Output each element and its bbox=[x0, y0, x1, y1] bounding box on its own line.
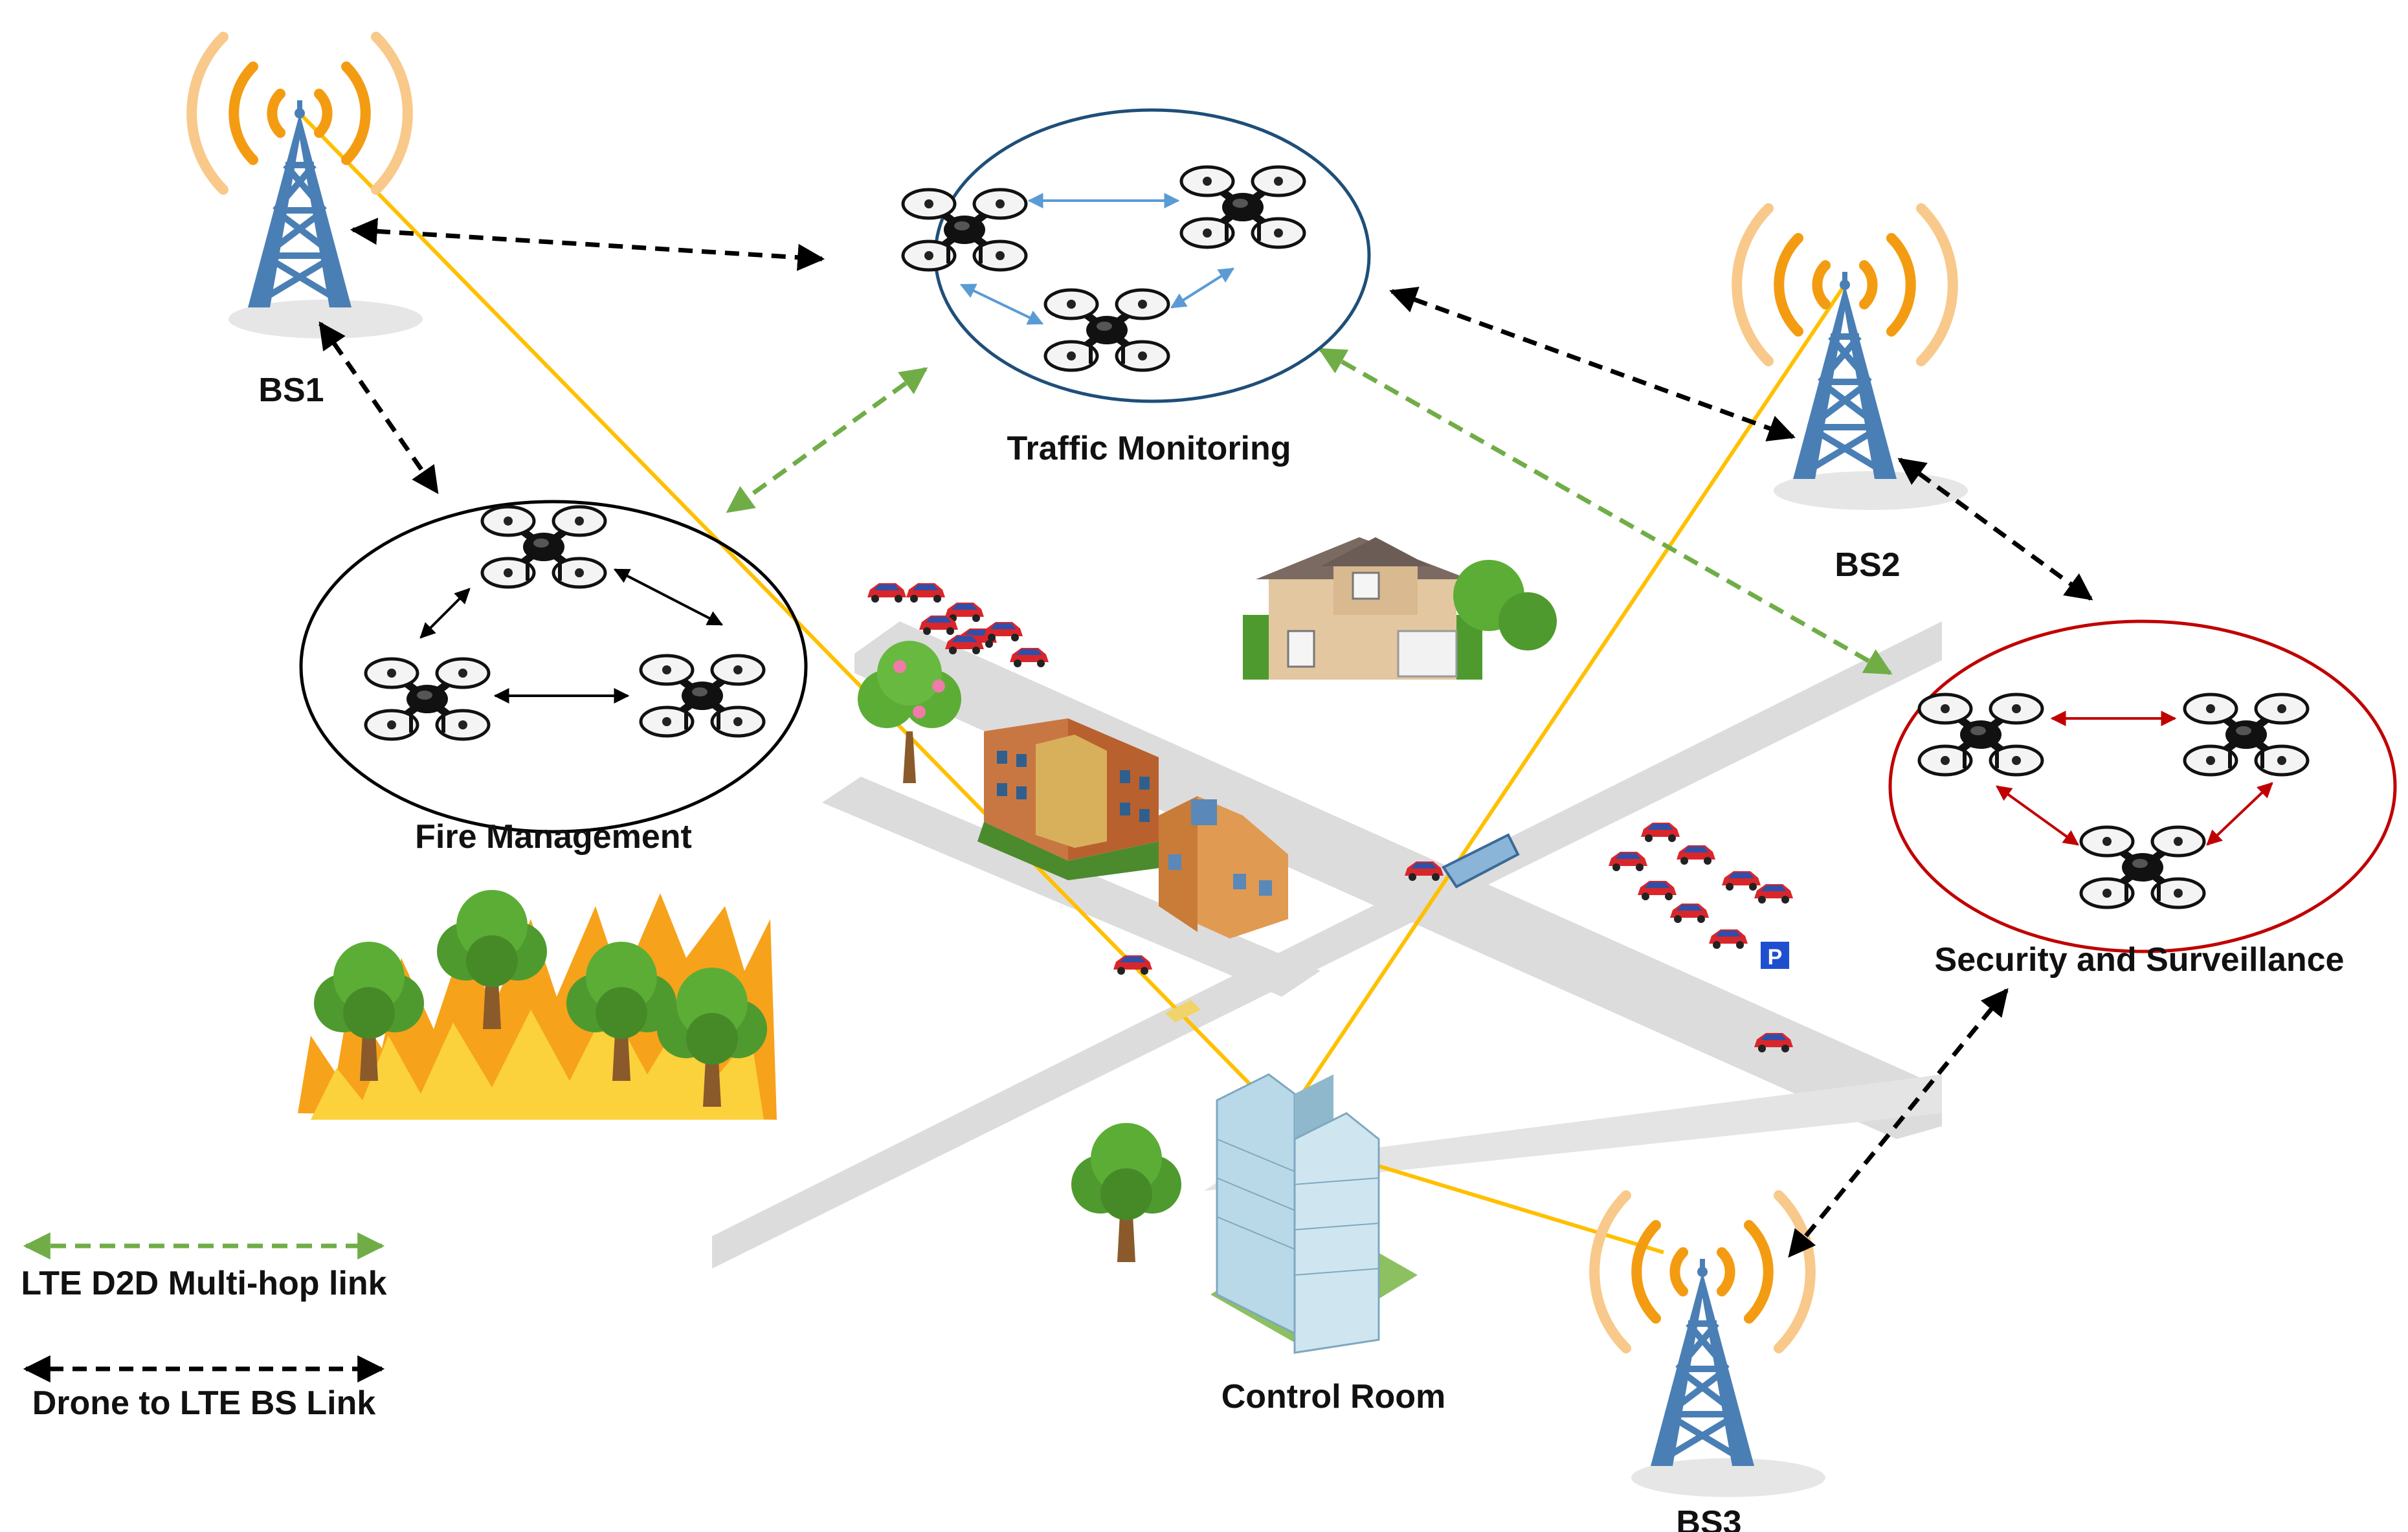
link-bs1-traffic bbox=[350, 217, 825, 271]
cluster-security-surveillance: Security and Surveillance bbox=[1888, 619, 2397, 979]
base-station-bs3: BS3 bbox=[1594, 1195, 1825, 1532]
bs2-label: BS2 bbox=[1834, 546, 1900, 584]
forest-fire-illustration bbox=[298, 890, 777, 1120]
school-building-icon bbox=[977, 718, 1165, 880]
d2d-links bbox=[726, 347, 1893, 676]
legend-label: Drone to LTE BS Link bbox=[32, 1384, 376, 1422]
legend-label: LTE D2D Multi-hop link bbox=[21, 1265, 386, 1302]
parking-sign: P bbox=[1761, 942, 1789, 970]
link-security-bs3 bbox=[1788, 988, 2009, 1258]
legend-item-bs-link: Drone to LTE BS Link bbox=[23, 1355, 385, 1422]
control-room-label: Control Room bbox=[1221, 1378, 1446, 1415]
backhaul-bs1 bbox=[298, 111, 1274, 1109]
bs3-label: BS3 bbox=[1676, 1504, 1741, 1532]
cluster-fire-management: Fire Management bbox=[299, 500, 808, 856]
backhaul-bs2 bbox=[1283, 283, 1847, 1121]
drone-icon bbox=[2081, 827, 2204, 907]
drone-icon bbox=[482, 507, 605, 587]
cluster-label: Fire Management bbox=[415, 818, 692, 856]
cluster-label: Traffic Monitoring bbox=[1007, 430, 1291, 467]
drone-icon bbox=[2185, 694, 2308, 775]
drone-icon bbox=[903, 190, 1026, 270]
road-lower-right bbox=[1204, 1074, 1942, 1191]
cluster-traffic-monitoring: Traffic Monitoring bbox=[903, 108, 1371, 467]
bs1-label: BS1 bbox=[258, 372, 324, 409]
road-vehicles bbox=[1113, 833, 1793, 1052]
link-bs1-fire bbox=[318, 321, 439, 494]
drone-icon bbox=[1045, 290, 1168, 370]
bus-icon bbox=[1442, 833, 1520, 889]
link-bs2-security bbox=[1897, 458, 2093, 601]
hospital-building-icon bbox=[1159, 796, 1288, 938]
tower-icon bbox=[1631, 1259, 1825, 1497]
drone-icon bbox=[366, 659, 489, 739]
drone-icon bbox=[1919, 694, 2042, 775]
road-upper-left bbox=[822, 777, 1321, 997]
tower-icon bbox=[229, 100, 423, 339]
drone-icon bbox=[1181, 167, 1304, 247]
control-room-building: Control Room bbox=[1071, 1073, 1446, 1415]
svg-text:P: P bbox=[1768, 945, 1783, 970]
base-station-bs1: BS1 bbox=[192, 37, 423, 409]
parked-cars-right bbox=[1609, 823, 1793, 949]
d2d-traffic-security bbox=[1318, 347, 1893, 676]
tree-icon bbox=[858, 641, 961, 783]
link-traffic-bs2 bbox=[1389, 287, 1796, 441]
cluster-label: Security and Surveillance bbox=[1935, 941, 2345, 979]
drone-icon bbox=[641, 656, 764, 736]
road-cross-main bbox=[712, 621, 1942, 1269]
house-icon bbox=[1243, 537, 1557, 680]
tree-icon bbox=[1071, 1123, 1181, 1262]
cluster-boundary bbox=[1888, 619, 2397, 953]
tower-icon bbox=[1774, 272, 1968, 510]
legend-item-d2d: LTE D2D Multi-hop link bbox=[21, 1232, 387, 1302]
d2d-traffic-fire bbox=[726, 367, 928, 513]
cluster-boundary bbox=[299, 500, 808, 834]
legend: LTE D2D Multi-hop link Drone to LTE BS L… bbox=[21, 1232, 387, 1422]
taxi-icon bbox=[1165, 1000, 1201, 1023]
